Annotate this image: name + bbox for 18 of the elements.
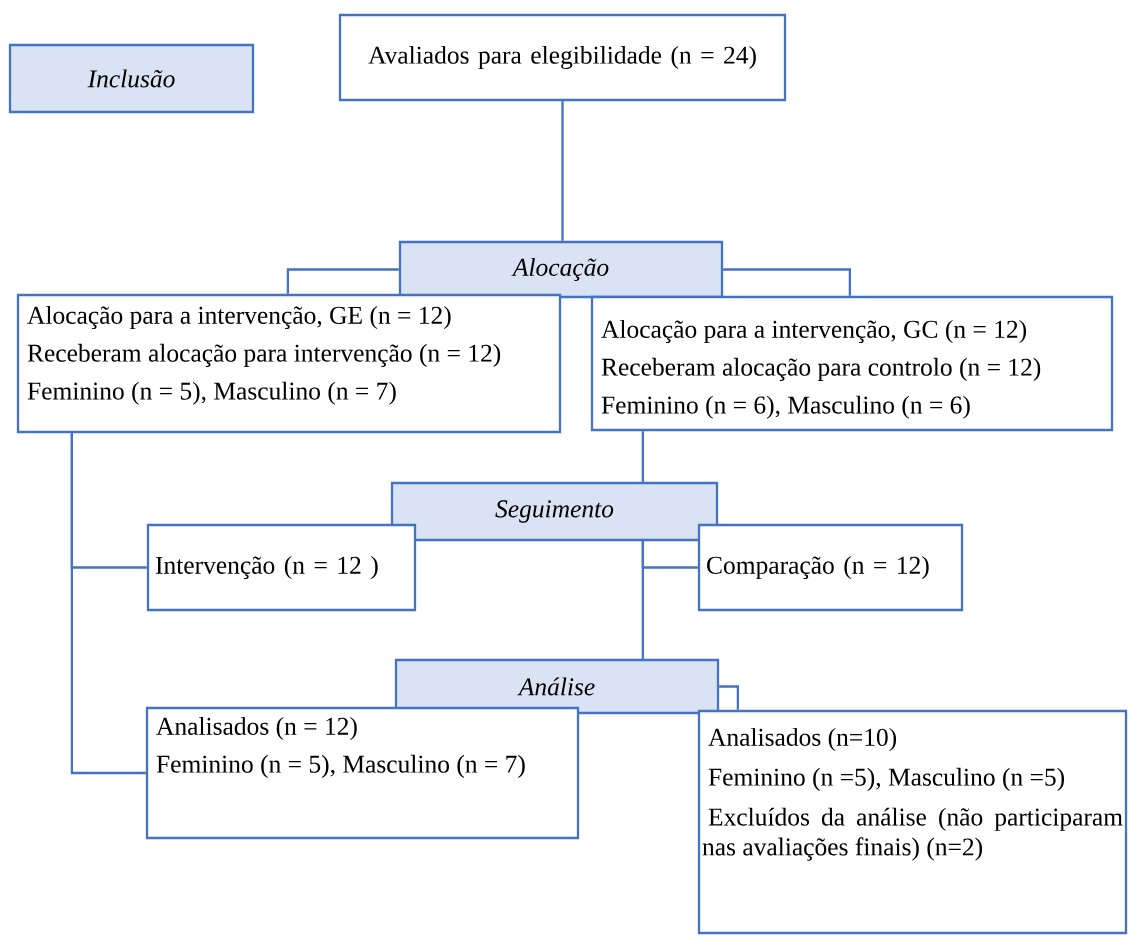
heading-box: Análise (394, 658, 720, 715)
heading-box: Seguimento (390, 481, 719, 542)
connector-line (561, 101, 564, 241)
flow-box: Intervenção (n = 12 ) (146, 523, 417, 612)
connector-line (286, 268, 399, 294)
connector-line (641, 431, 644, 482)
connector-line (723, 268, 851, 296)
connector-line (719, 685, 739, 710)
heading-box: Alocação (398, 240, 724, 299)
flow-box: Avaliados para elegibilidade (n = 24) (338, 13, 787, 102)
flow-box: Comparação (n = 12) (697, 523, 964, 612)
flow-box: Analisados (n = 12) Feminino (n = 5), Masculino (n = 7) (145, 706, 580, 840)
connector-line (641, 541, 644, 659)
flow-box: Alocação para a intervenção, GE (n = 12) Receberam alocação para intervenção (n = 12) Feminino (n = 5), Masculino (n = 7) (16, 293, 562, 434)
flow-box: Analisados (n=10) Feminino (n =5), Masculino (n =5) Excluídos da análise (não participaram nas avaliações finais) (n=2) (697, 709, 1128, 935)
heading-box: Inclusão (8, 43, 255, 114)
flow-box: Alocação para a intervenção, GC (n = 12) Receberam alocação para controlo (n = 12) Feminino (n = 6), Masculino (n = 6) (590, 295, 1114, 432)
connector-line (70, 433, 146, 775)
